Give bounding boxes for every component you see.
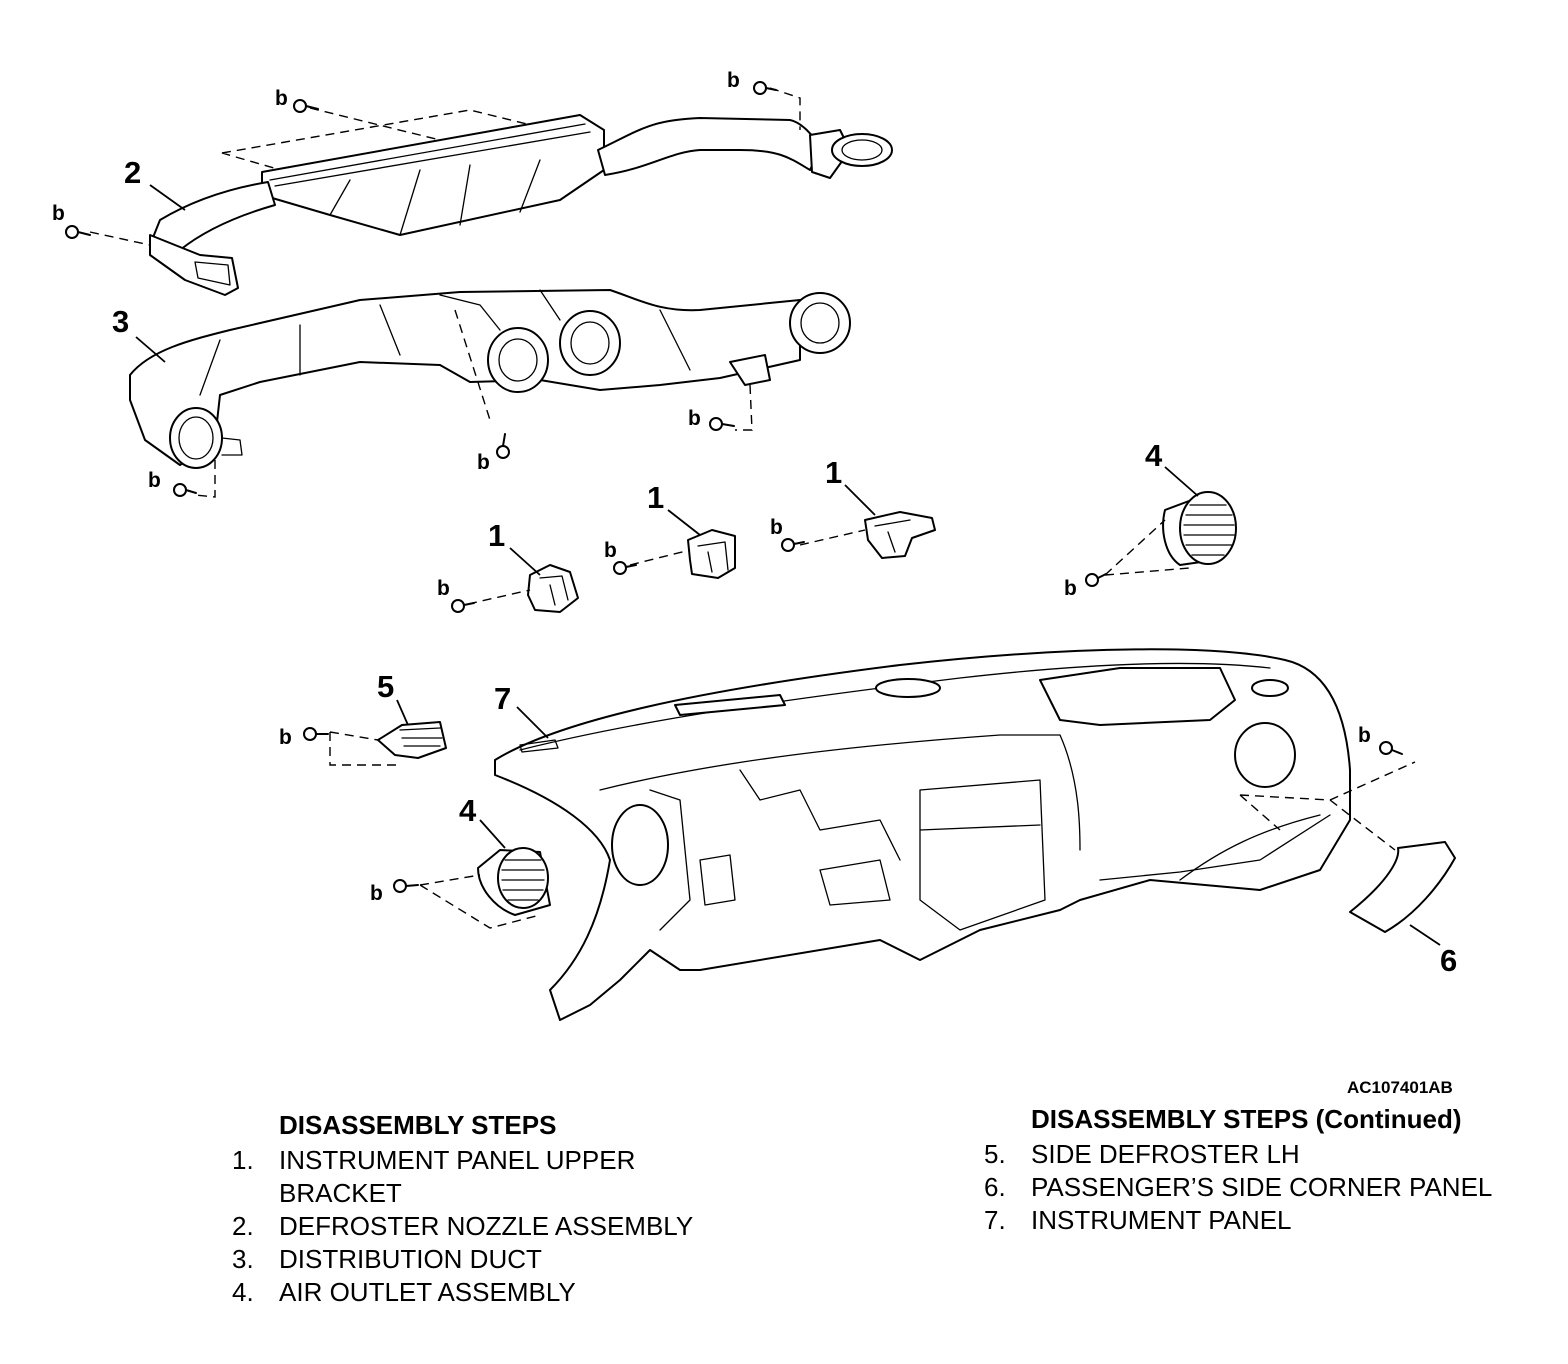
bolt-label: b: [688, 407, 701, 430]
bolt-label: b: [279, 726, 292, 749]
step-text: AIR OUTLET ASSEMBLY: [279, 1277, 576, 1307]
step-item: 3. DISTRIBUTION DUCT: [232, 1243, 732, 1276]
upper-bracket-3: [799, 511, 936, 559]
distribution-duct: [129, 289, 851, 498]
callout-3: 3: [112, 304, 130, 339]
step-text: DISTRIBUTION DUCT: [279, 1244, 542, 1274]
steps-heading: DISASSEMBLY STEPS (Continued): [1031, 1104, 1462, 1134]
step-text: DEFROSTER NOZZLE ASSEMBLY: [279, 1211, 694, 1241]
step-number: 3.: [232, 1244, 254, 1274]
bolt-icon: [781, 538, 805, 552]
disassembly-steps-continued: DISASSEMBLY STEPS (Continued) 5. SIDE DEF…: [984, 1103, 1524, 1237]
bolt-icon: [1085, 573, 1107, 587]
step-number: 2.: [232, 1211, 254, 1241]
step-text: PASSENGER’S SIDE CORNER PANEL: [1031, 1172, 1493, 1202]
callout-1: 1: [825, 455, 843, 490]
air-outlet-assembly-left: [419, 847, 551, 929]
upper-bracket-2: [629, 529, 736, 579]
bolt-label: b: [1358, 724, 1371, 747]
callout-6: 6: [1440, 943, 1458, 978]
bolt-icon: [709, 417, 735, 431]
exploded-view-diagram: [65, 81, 1456, 1021]
leader-lines: [135, 184, 1441, 946]
callout-7: 7: [494, 681, 512, 716]
disassembly-steps: DISASSEMBLY STEPS 1. INSTRUMENT PANEL UPP…: [232, 1109, 732, 1309]
bolt-icon: [613, 561, 637, 575]
step-number: 4.: [232, 1277, 254, 1307]
callout-2: 2: [124, 155, 142, 190]
callout-4: 4: [459, 793, 477, 828]
bolt-label: b: [275, 87, 288, 110]
step-item: 2. DEFROSTER NOZZLE ASSEMBLY: [232, 1210, 732, 1243]
step-item: 5. SIDE DEFROSTER LH: [984, 1138, 1524, 1171]
bolt-icon: [293, 99, 319, 113]
passenger-side-corner-panel: [1239, 761, 1456, 933]
steps-heading: DISASSEMBLY STEPS: [279, 1110, 557, 1140]
bolt-label: b: [477, 451, 490, 474]
bolt-icon: [303, 727, 329, 741]
air-outlet-assembly-right: [1104, 491, 1237, 576]
bolt-label: b: [437, 577, 450, 600]
step-item: 1. INSTRUMENT PANEL UPPER BRACKET: [232, 1144, 732, 1210]
bolt-icons: [65, 81, 1403, 893]
step-number: 6.: [984, 1172, 1006, 1202]
bolt-label: b: [727, 69, 740, 92]
step-number: 1.: [232, 1145, 254, 1175]
bolt-icon: [1379, 741, 1403, 755]
bolt-icon: [753, 81, 777, 95]
step-text: SIDE DEFROSTER LH: [1031, 1139, 1300, 1169]
steps-list: 5. SIDE DEFROSTER LH 6. PASSENGER’S SIDE C…: [984, 1138, 1524, 1237]
upper-bracket-1: [467, 564, 579, 613]
step-number: 5.: [984, 1139, 1006, 1169]
step-item: 4. AIR OUTLET ASSEMBLY: [232, 1276, 732, 1309]
bolt-icon: [451, 599, 475, 613]
defroster-nozzle-assembly: [89, 87, 893, 296]
figure-code: AC107401AB: [1347, 1078, 1453, 1097]
side-defroster-lh: [329, 721, 447, 766]
bolt-label: b: [604, 539, 617, 562]
bolt-icon: [496, 433, 510, 459]
callout-4: 4: [1145, 438, 1163, 473]
step-text: INSTRUMENT PANEL UPPER BRACKET: [279, 1145, 636, 1208]
step-number: 7.: [984, 1205, 1006, 1235]
step-text: INSTRUMENT PANEL: [1031, 1205, 1292, 1235]
instrument-panel: [494, 648, 1351, 1021]
step-item: 7. INSTRUMENT PANEL: [984, 1204, 1524, 1237]
callout-5: 5: [377, 669, 395, 704]
bolt-label: b: [370, 882, 383, 905]
steps-list: 1. INSTRUMENT PANEL UPPER BRACKET 2. DEFRO…: [232, 1144, 732, 1309]
bolt-icon: [393, 879, 419, 893]
callout-1: 1: [647, 480, 665, 515]
bolt-label: b: [148, 469, 161, 492]
bolt-icon: [173, 483, 197, 497]
step-item: 6. PASSENGER’S SIDE CORNER PANEL: [984, 1171, 1524, 1204]
bolt-label: b: [52, 202, 65, 225]
bolt-label: b: [770, 516, 783, 539]
bolt-label: b: [1064, 577, 1077, 600]
bolt-icon: [65, 225, 91, 239]
callout-1: 1: [488, 518, 506, 553]
